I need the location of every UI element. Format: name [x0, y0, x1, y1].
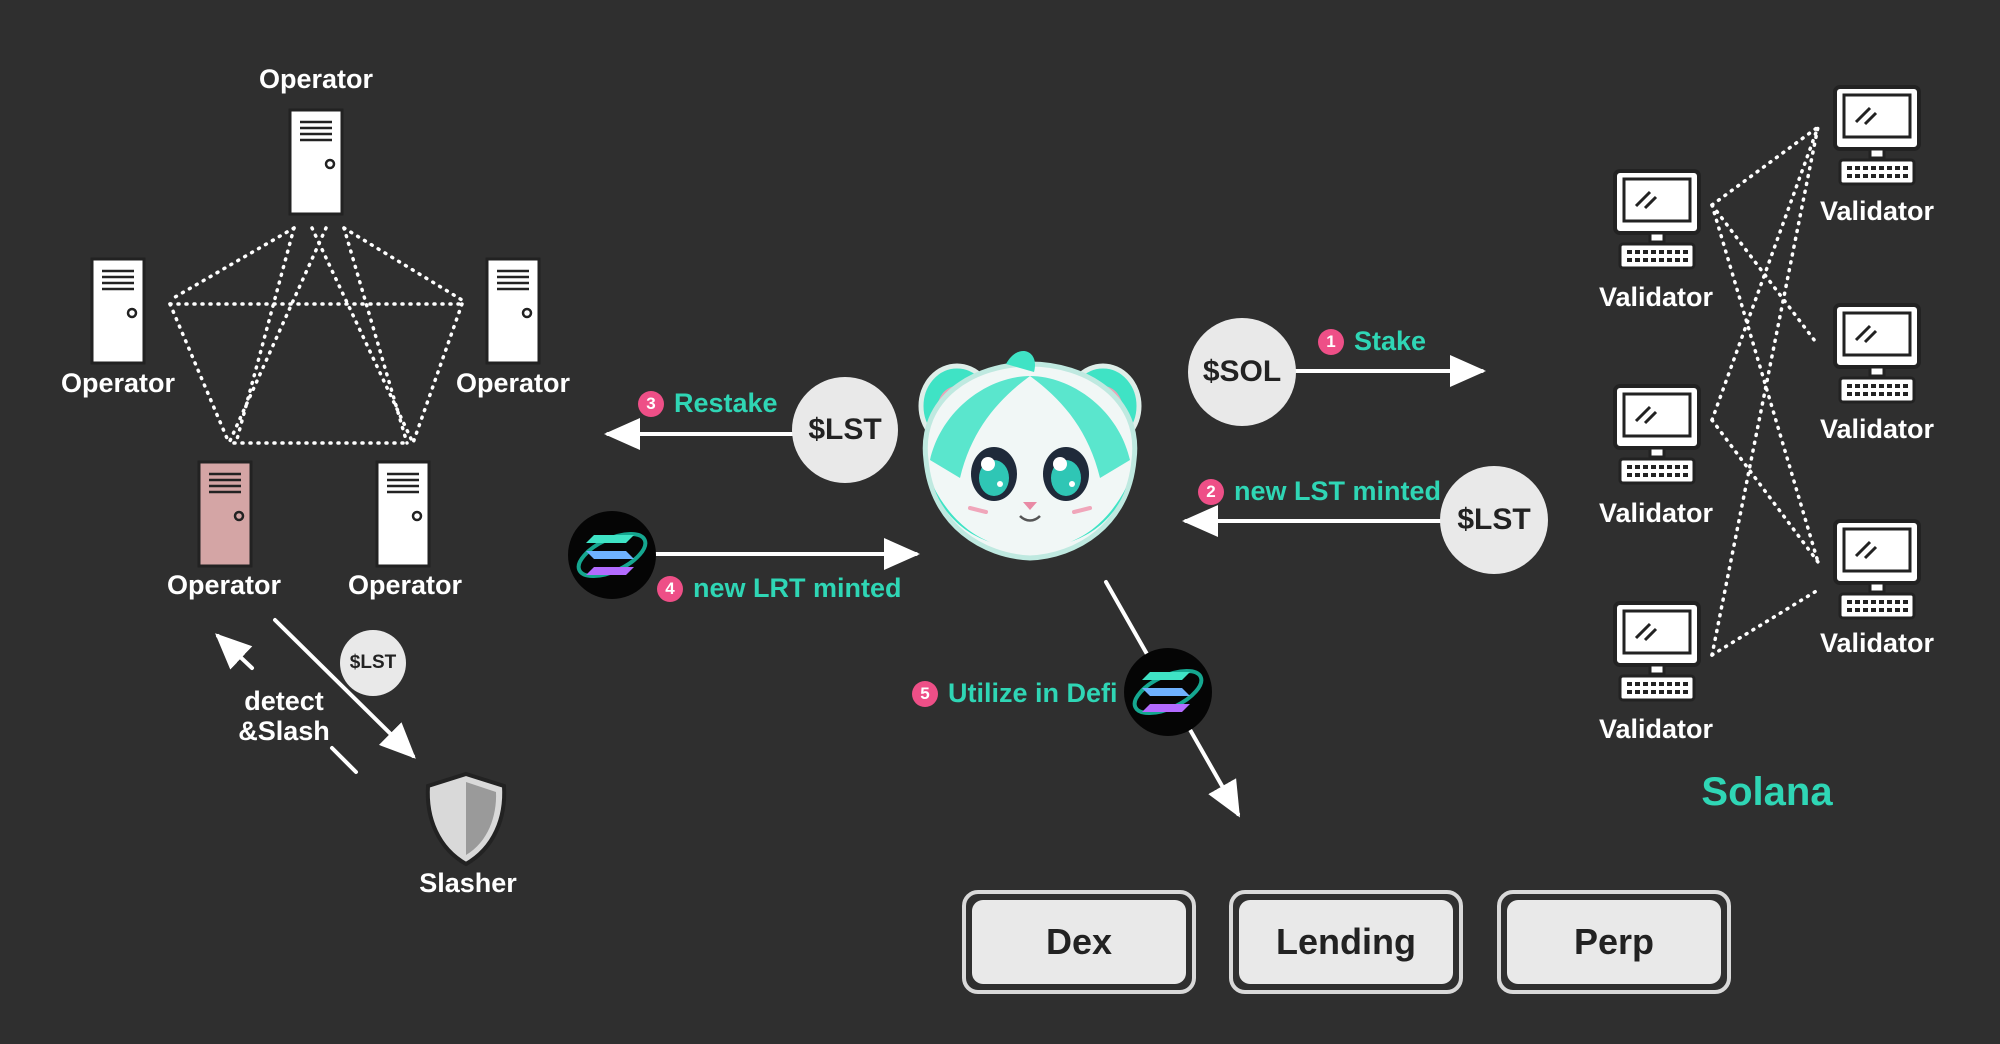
new-lst-label: new LST minted: [1234, 476, 1442, 506]
slasher-label: Slasher: [419, 868, 517, 898]
perp-label: Perp: [1507, 900, 1721, 984]
new-lst-token: $LST: [1440, 466, 1548, 574]
perp-box: Perp: [1497, 890, 1731, 994]
validator-computer: [1613, 169, 1701, 270]
dex-box: Dex: [962, 890, 1196, 994]
operator-label-slashed: Operator: [166, 570, 282, 600]
lrt-token-icon: [566, 509, 658, 601]
restake-step: 3 Restake: [638, 388, 778, 419]
operator-label-right: Operator: [455, 368, 571, 398]
operator-server-bottom-right: [375, 460, 431, 568]
validator-computer: [1613, 384, 1701, 485]
step-badge: 5: [912, 680, 938, 707]
new-lrt-label: new LRT minted: [693, 573, 902, 603]
defi-label: Utilize in Defi: [948, 678, 1118, 708]
validator-computer: [1833, 303, 1921, 404]
slash-arrow: [273, 618, 416, 759]
operator-label-left: Operator: [60, 368, 176, 398]
validator-label: Validator: [1819, 628, 1935, 658]
restake-label: Restake: [674, 388, 778, 418]
operator-mesh: [168, 226, 464, 445]
step-badge: 1: [1318, 328, 1344, 355]
step-badge: 4: [657, 575, 683, 602]
stake-label: Stake: [1354, 326, 1427, 356]
validator-label: Validator: [1598, 498, 1714, 528]
validator-computer: [1833, 85, 1921, 186]
operator-label-top: Operator: [258, 64, 374, 94]
solana-network-label: Solana: [1701, 770, 1833, 814]
defi-step: 5 Utilize in Defi: [912, 678, 1118, 709]
operator-server-top: [288, 108, 344, 216]
validator-computer: [1833, 519, 1921, 620]
lending-box: Lending: [1229, 890, 1463, 994]
step-badge: 3: [638, 390, 664, 417]
validator-mesh: [1710, 125, 1820, 657]
operator-server-slashed: [197, 460, 253, 568]
tiger-mascot-icon: [918, 350, 1142, 561]
detect-arrow-tail: [330, 746, 358, 774]
validator-computer: [1613, 601, 1701, 702]
slash-lst-token: $LST: [340, 630, 406, 696]
validator-label: Validator: [1598, 714, 1714, 744]
operator-label-bottom-right: Operator: [347, 570, 463, 600]
validator-label: Validator: [1598, 282, 1714, 312]
validator-label: Validator: [1819, 414, 1935, 444]
new-lst-step: 2 new LST minted: [1198, 476, 1441, 507]
restake-lst-token: $LST: [792, 377, 898, 483]
operator-server-right: [485, 257, 541, 365]
detect-label: detect: [244, 686, 324, 716]
shield-icon: [425, 771, 507, 867]
validator-label: Validator: [1819, 196, 1935, 226]
new-lrt-step: 4 new LRT minted: [657, 573, 902, 604]
lending-label: Lending: [1239, 900, 1453, 984]
step-badge: 2: [1198, 478, 1224, 505]
stake-step: 1 Stake: [1318, 326, 1426, 357]
sol-token: $SOL: [1188, 318, 1296, 426]
operator-server-left: [90, 257, 146, 365]
defi-token-icon: [1122, 646, 1214, 738]
dex-label: Dex: [972, 900, 1186, 984]
slash-label: &Slash: [238, 716, 330, 746]
detect-arrow: [215, 633, 254, 670]
